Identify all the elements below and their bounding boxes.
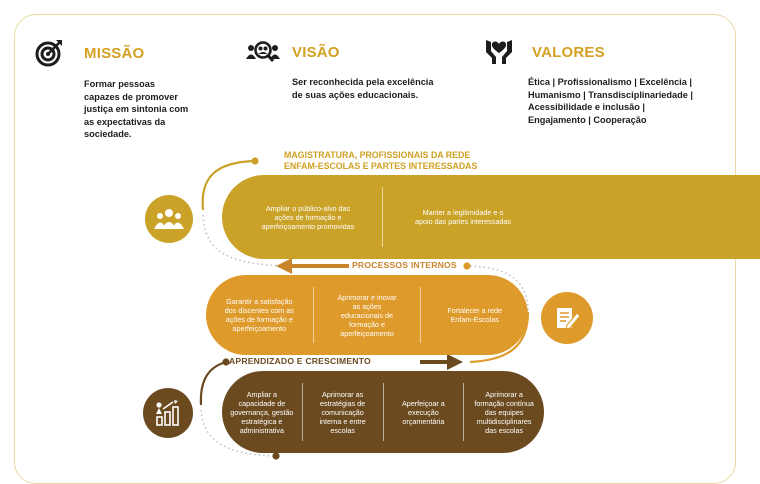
connector-dotted-2 [469, 265, 529, 313]
mission-line: justiça em sintonia com [84, 104, 189, 114]
growth-chart-icon [143, 388, 193, 438]
stakeholders-objective: Ampliar o público-alvo das ações de form… [222, 175, 382, 259]
processos-objective: Garantir a satisfação dos discentes com … [206, 275, 313, 355]
processos-objective: Fortalecer a rede Enfam-Escolas [421, 275, 528, 355]
vision-column: VISÃO Ser reconhecida pela excelência de… [246, 38, 466, 101]
objective-line: execução [407, 407, 439, 417]
vision-title: VISÃO [292, 43, 340, 61]
objective-line: dos discentes com as [224, 306, 294, 315]
mission-title: MISSÃO [84, 44, 145, 62]
connector-dot [222, 358, 230, 366]
objective-line: Garantir a satisfação [226, 297, 293, 306]
objective-line: Ampliar o público-alvo das [265, 203, 351, 213]
hands-heart-icon [484, 38, 514, 66]
objective-line: formação e [349, 319, 385, 329]
objective-line: aperfeiçoamento [232, 324, 287, 333]
objective-line: das escolas [485, 425, 524, 435]
connector-lines [199, 157, 530, 460]
objective-line: escolas [330, 425, 355, 435]
processos-objective: Aprimorar e inovar as ações educacionais… [314, 275, 421, 355]
objective-line: aperfeiçoamento promovidas [261, 221, 355, 231]
values-line: Acessibilidade e inclusão | [528, 102, 645, 112]
objective-line: apoio das partes interessadas [415, 217, 511, 226]
objective-line: as ações [352, 301, 382, 311]
aprendizado-objective: Ampliar a capacidade de governança, gest… [222, 371, 302, 453]
processos-label: PROCESSOS INTERNOS [352, 260, 457, 270]
objective-line: estratégica e [241, 416, 283, 426]
objective-line: ações de formação e [225, 315, 293, 324]
objective-line: estratégias de [320, 398, 366, 408]
objective-line: ações de formação e [274, 212, 342, 222]
objective-line: orçamentária [402, 416, 445, 426]
group-magnifier-icon [246, 38, 280, 66]
stakeholders-label-line: ENFAM-ESCOLAS E PARTES INTERESSADAS [284, 161, 478, 171]
vision-line: de suas ações educacionais. [292, 89, 419, 100]
values-column: VALORES Ética | Profissionalismo | Excel… [484, 38, 724, 126]
objective-line: Aprimorar a [485, 389, 523, 399]
stakeholders-band: Ampliar o público-alvo das ações de form… [222, 175, 760, 259]
objective-line: governança, gestão [230, 407, 294, 417]
objective-line: Enfam-Escolas [450, 315, 499, 324]
values-line: Engajamento | Cooperação [528, 114, 647, 125]
values-line: Ética | Profissionalismo | Excelência | [528, 77, 692, 87]
objective-line: Aperfeiçoar a [402, 398, 445, 408]
objective-line: Aprimorar e inovar [337, 292, 397, 302]
connector-dot [272, 452, 280, 460]
objective-line: administrativa [239, 425, 285, 435]
vision-text: Ser reconhecida pela excelência de suas … [292, 76, 466, 101]
connector-bottom [199, 360, 227, 406]
objective-line: educacionais de [341, 310, 393, 320]
processos-arrow-head [276, 258, 292, 274]
stakeholders-label: MAGISTRATURA, PROFISSIONAIS DA REDE ENFA… [284, 150, 477, 172]
band-separator [312, 287, 314, 343]
values-title: VALORES [532, 43, 605, 61]
aprendizado-objective: Aprimorar a formação contínua das equipe… [464, 371, 544, 453]
connector-dot [463, 262, 471, 270]
mission-line: as expectativas da [84, 116, 166, 127]
objective-line: Manter a legitimidade e o [422, 208, 504, 217]
band-separator [382, 383, 384, 441]
band-separator [463, 383, 465, 441]
target-icon [34, 38, 64, 68]
band-separator [301, 383, 303, 441]
aprendizado-objective: Aprimorar as estratégias de comunicação … [303, 371, 383, 453]
objective-line: Fortalecer a rede [447, 306, 503, 315]
aprendizado-objective: Aperfeiçoar a execução orçamentária [384, 371, 464, 453]
objective-line: Aprimorar as [322, 389, 364, 399]
connector-dotted-3 [200, 409, 277, 457]
aprendizado-arrow-head [447, 354, 463, 370]
mission-column: MISSÃO Formar pessoas capazes de promove… [34, 38, 224, 141]
mission-text: Formar pessoas capazes de promover justi… [84, 78, 224, 141]
connector-top [201, 159, 256, 211]
document-pencil-icon [541, 292, 593, 344]
processos-band: Garantir a satisfação dos discentes com … [206, 275, 528, 355]
vision-line: Ser reconhecida pela excelência [292, 77, 434, 87]
band-separator [420, 287, 422, 343]
objective-line: interna e entre [319, 416, 366, 426]
band-separator [382, 187, 383, 247]
connector-dot [251, 157, 259, 165]
mission-line: Formar pessoas [84, 79, 155, 89]
people-group-icon [145, 195, 193, 243]
aprendizado-label: APRENDIZADO E CRESCIMENTO [229, 356, 371, 366]
objective-line: formação contínua [474, 398, 534, 408]
stakeholders-objective: Manter a legitimidade e o apoio das part… [383, 175, 543, 259]
objective-line: multidisciplinares [476, 416, 532, 426]
mission-line: sociedade. [84, 129, 132, 139]
aprendizado-band: Ampliar a capacidade de governança, gest… [222, 371, 544, 453]
objective-line: aperfeiçoamento [340, 328, 394, 338]
mission-line: capazes de promover [84, 91, 178, 102]
objective-line: comunicação [321, 407, 364, 417]
values-text: Ética | Profissionalismo | Excelência | … [528, 76, 724, 126]
objective-line: capacidade de [238, 398, 286, 408]
stakeholders-label-line: MAGISTRATURA, PROFISSIONAIS DA REDE [284, 150, 471, 160]
values-line: Humanismo | Transdisciplinariedade | [528, 89, 693, 100]
objective-line: das equipes [484, 407, 524, 417]
objective-line: Ampliar a [246, 389, 278, 399]
